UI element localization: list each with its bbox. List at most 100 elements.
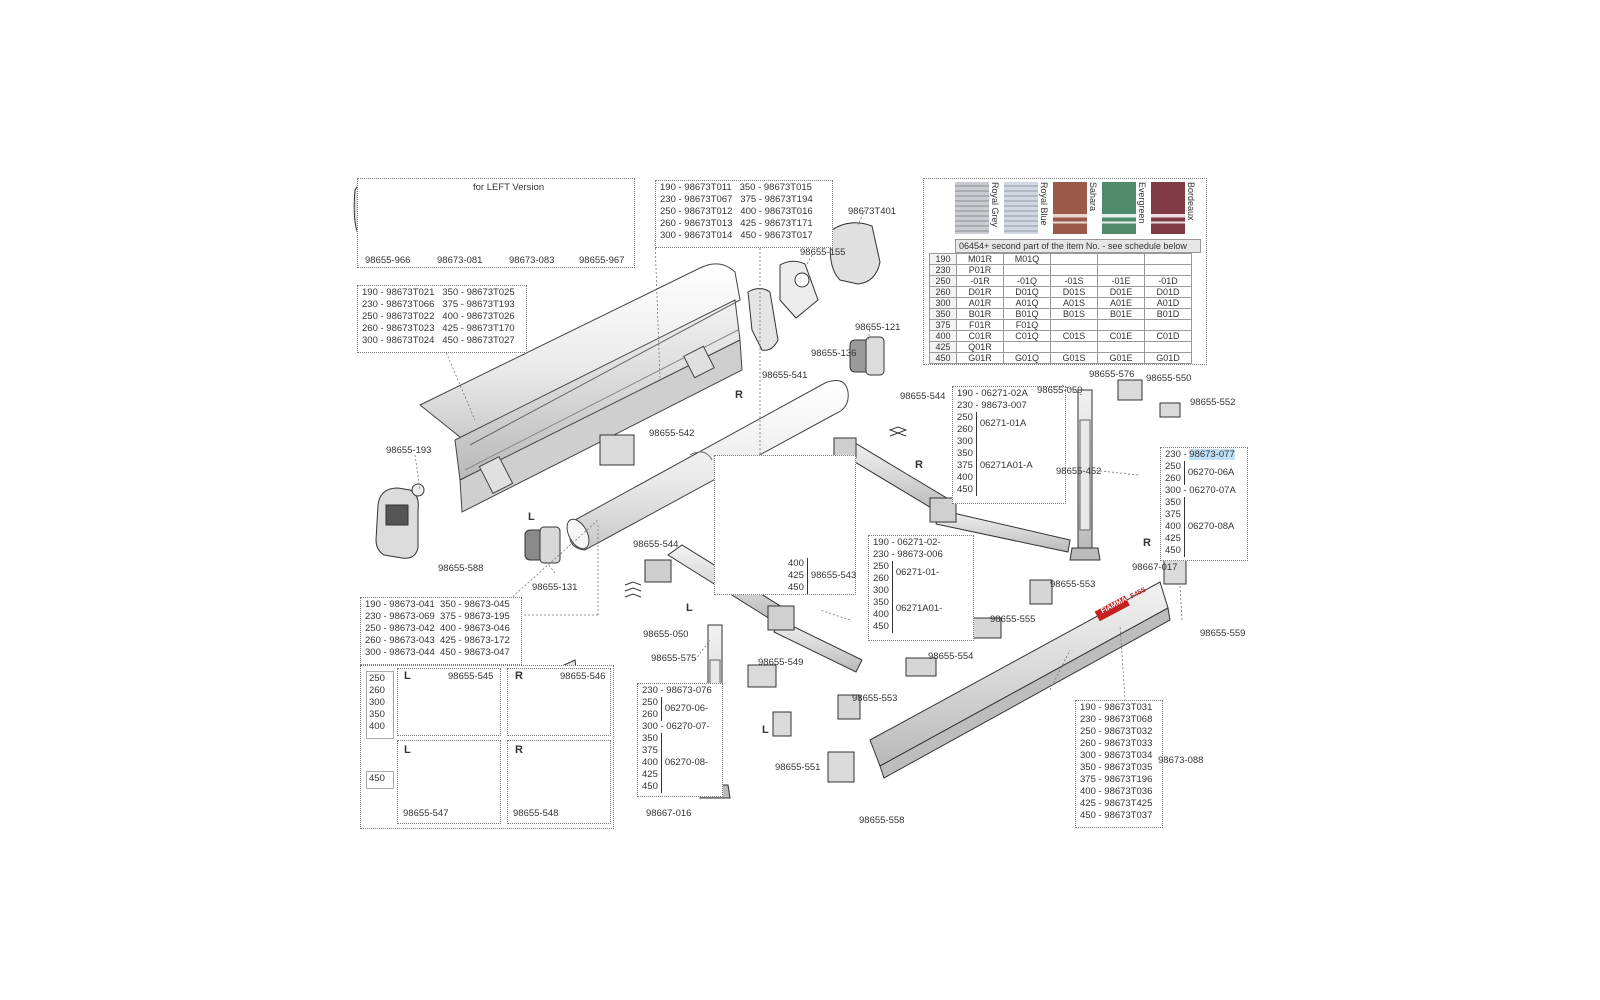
callout-98655-555: 98655-555 bbox=[990, 614, 1036, 625]
fabric-code-cell: -01S bbox=[1050, 275, 1098, 287]
fabric-code-cell: Q01R bbox=[956, 341, 1004, 353]
fabric-size-cell: 300 bbox=[929, 297, 957, 309]
fabric-code-cell: A01S bbox=[1050, 297, 1098, 309]
fabric-code-cell: F01R bbox=[956, 319, 1004, 331]
left-version-box bbox=[357, 178, 635, 268]
callout-98655-155: 98655-155 bbox=[800, 247, 846, 258]
swatch-bordeaux bbox=[1151, 182, 1185, 234]
right-arm-table: 190 - 06271-02A 230 - 98673-007 250 260 … bbox=[952, 386, 1066, 504]
right-leg-table: 230 - 98673-077 250 260 06270-06A 300 - … bbox=[1160, 447, 1248, 561]
front-rail-table: 190 - 98673T011 350 - 98673T015 230 - 98… bbox=[655, 180, 833, 248]
bracket-panel-2 bbox=[507, 668, 611, 736]
fabric-size-cell: 425 bbox=[929, 341, 957, 353]
fabric-size-cell: 375 bbox=[929, 319, 957, 331]
fabric-code-cell bbox=[1050, 341, 1098, 353]
fabric-code-cell: A01R bbox=[956, 297, 1004, 309]
bracket-panel-3 bbox=[397, 740, 501, 824]
fabric-code-cell: C01S bbox=[1050, 330, 1098, 342]
roller-table: 190 - 98673-041 350 - 98673-045 230 - 98… bbox=[360, 597, 522, 665]
fabric-code-cell bbox=[1003, 341, 1051, 353]
fabric-size-cell: 260 bbox=[929, 286, 957, 298]
fabric-code-cell: A01D bbox=[1144, 297, 1192, 309]
fabric-code-cell: D01Q bbox=[1003, 286, 1051, 298]
selected-part-98673-077[interactable]: 98673-077 bbox=[1189, 449, 1235, 460]
fabric-code-cell bbox=[1144, 341, 1192, 353]
leader-lines bbox=[414, 209, 1183, 746]
side-label-left-top: L bbox=[528, 511, 535, 523]
fabric-code-cell: D01D bbox=[1144, 286, 1192, 298]
fabric-code-cell: D01R bbox=[956, 286, 1004, 298]
fabric-code-cell bbox=[1097, 264, 1145, 276]
callout-98673-088: 98673-088 bbox=[1158, 755, 1204, 766]
callout-98655-549: 98655-549 bbox=[758, 657, 804, 668]
bracket-panel-1-part: 98655-545 bbox=[448, 671, 494, 682]
fabric-code-cell bbox=[1050, 264, 1098, 276]
left-arm-table: 190 - 06271-02- 230 - 98673-006 250 260 … bbox=[868, 535, 974, 641]
bracket-panel-2-side: R bbox=[515, 670, 523, 682]
fabric-size-cell: 350 bbox=[929, 308, 957, 320]
callout-98655-131: 98655-131 bbox=[532, 582, 578, 593]
fabric-code-cell: -01R bbox=[956, 275, 1004, 287]
right-support-leg bbox=[1069, 389, 1101, 561]
fabric-code-cell: B01S bbox=[1050, 308, 1098, 320]
fabric-size-cell: 250 bbox=[929, 275, 957, 287]
callout-98655-558: 98655-558 bbox=[859, 815, 905, 826]
fabric-code-cell: B01Q bbox=[1003, 308, 1051, 320]
fabric-code-cell: D01E bbox=[1097, 286, 1145, 298]
roller-tube bbox=[566, 380, 849, 551]
lead-rail-table: 190 - 98673T031 230 - 98673T068 250 - 98… bbox=[1075, 700, 1163, 828]
part-98673-081: 98673-081 bbox=[437, 255, 483, 266]
callout-98667-017: 98667-017 bbox=[1132, 562, 1178, 573]
fabric-code-cell: C01R bbox=[956, 330, 1004, 342]
awning-cover bbox=[419, 263, 743, 513]
callout-98655-553-right: 98655-553 bbox=[1050, 579, 1096, 590]
swatch-sahara bbox=[1053, 182, 1087, 234]
right-arm bbox=[833, 426, 1071, 553]
swatch-label-evergreen: Evergreen bbox=[1137, 182, 1147, 224]
fabric-code-cell bbox=[1003, 264, 1051, 276]
swatch-label-royal-blue: Royal Blue bbox=[1039, 182, 1049, 226]
fabric-row: 250-01R-01Q-01S-01E-01D bbox=[929, 275, 1192, 287]
cover-table: 190 - 98673T021 350 - 98673T025 230 - 98… bbox=[357, 285, 527, 353]
bracket-panel-4-part: 98655-548 bbox=[513, 808, 559, 819]
callout-98673T401: 98673T401 bbox=[848, 206, 897, 217]
callout-98655-136: 98655-136 bbox=[811, 348, 857, 359]
side-label-left-small: L bbox=[762, 724, 769, 736]
swatch-label-sahara: Sahara bbox=[1088, 182, 1098, 212]
fabric-code-cell: B01E bbox=[1097, 308, 1145, 320]
fabric-schedule-note: 06454+ second part of the item No. - see… bbox=[955, 239, 1201, 253]
fabric-code-cell bbox=[1144, 319, 1192, 331]
fabric-code-cell bbox=[1144, 264, 1192, 276]
bracket-size-b: 450 bbox=[366, 771, 394, 789]
fabric-code-cell bbox=[1097, 319, 1145, 331]
part-98655-967: 98655-967 bbox=[579, 255, 625, 266]
callout-98655-588: 98655-588 bbox=[438, 563, 484, 574]
callout-98655-121: 98655-121 bbox=[855, 322, 901, 333]
fabric-code-cell: D01S bbox=[1050, 286, 1098, 298]
side-label-right-top: R bbox=[735, 389, 743, 401]
bracket-panel-1-side: L bbox=[404, 670, 411, 682]
callout-98655-050-left: 98655-050 bbox=[643, 629, 689, 640]
fabric-code-cell: G01D bbox=[1144, 352, 1192, 364]
callout-98655-544-left: 98655-544 bbox=[633, 539, 679, 550]
callout-98655-452: 98655-452 bbox=[1056, 466, 1102, 477]
fabric-code-cell bbox=[1097, 253, 1145, 265]
fabric-code-cell: M01Q bbox=[1003, 253, 1051, 265]
callout-98655-552: 98655-552 bbox=[1190, 397, 1236, 408]
fabric-code-cell: F01Q bbox=[1003, 319, 1051, 331]
fabric-code-cell: B01R bbox=[956, 308, 1004, 320]
callout-98655-575: 98655-575 bbox=[651, 653, 697, 664]
front-lead-rail bbox=[869, 581, 1171, 779]
bracket-panel-4 bbox=[507, 740, 611, 824]
fabric-code-cell: B01D bbox=[1144, 308, 1192, 320]
fabric-code-cell: C01Q bbox=[1003, 330, 1051, 342]
swatch-label-bordeaux: Bordeaux bbox=[1186, 182, 1196, 221]
bracket-panel-2-part: 98655-546 bbox=[560, 671, 606, 682]
left-end-cap bbox=[375, 483, 425, 559]
